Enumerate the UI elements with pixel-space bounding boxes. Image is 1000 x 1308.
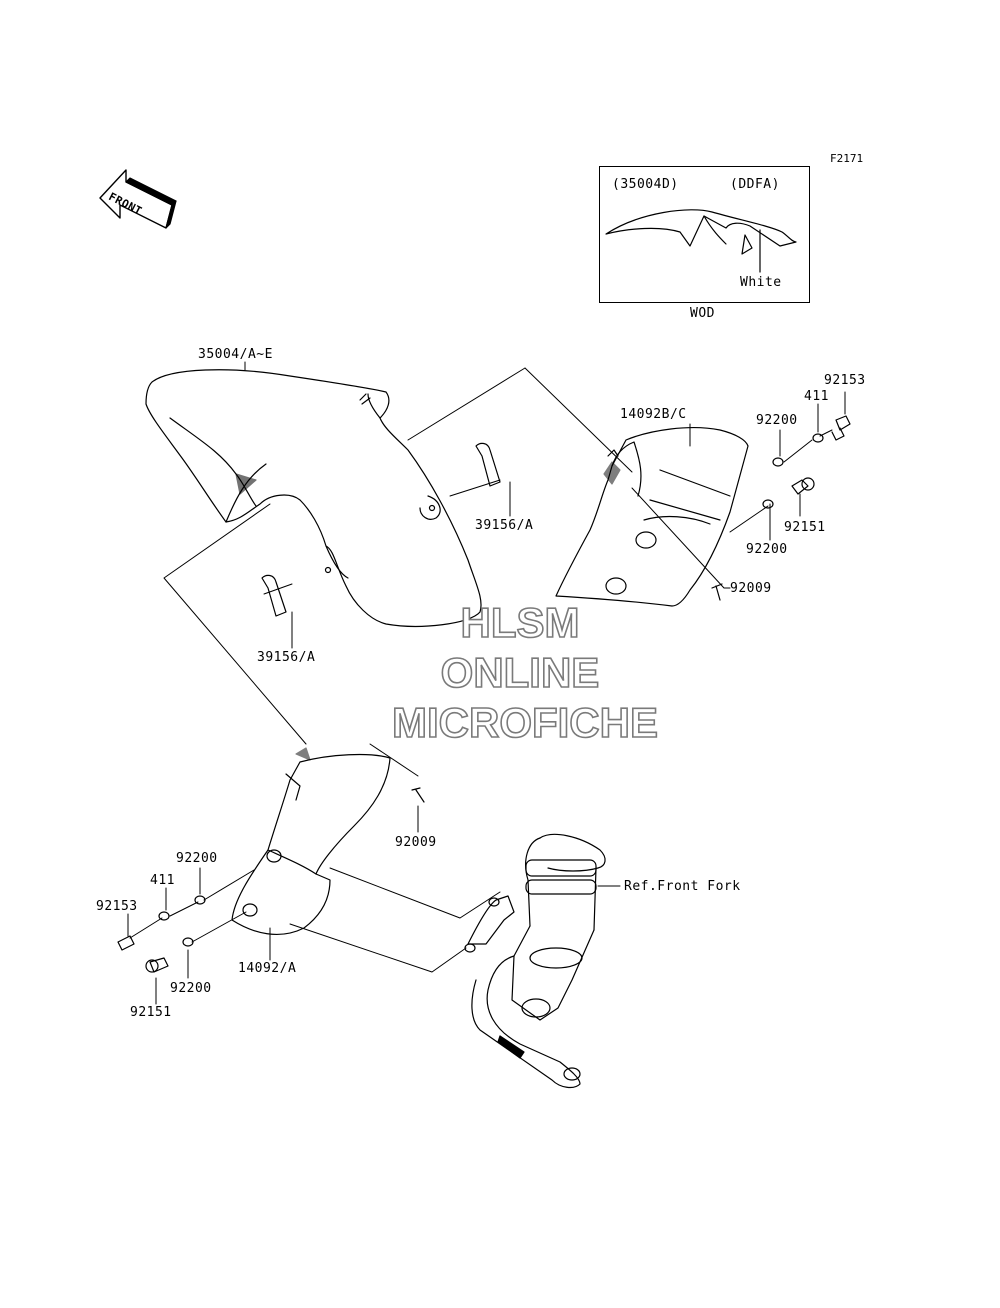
label-bolt-l2: 92151: [130, 1005, 172, 1020]
label-collar-r: 411: [804, 389, 829, 404]
inset-caption: WOD: [690, 306, 715, 321]
label-bracket-upper: 39156/A: [475, 518, 534, 533]
front-cover-drawing: [231, 747, 391, 935]
leader-lines: [127, 361, 846, 1005]
label-ref-fork: Ref.Front Fork: [624, 879, 741, 894]
label-washer-l1: 92200: [176, 851, 218, 866]
figure-code: F2171: [830, 152, 864, 165]
label-bracket-lower: 39156/A: [257, 650, 316, 665]
label-front-cover: 14092/A: [238, 961, 297, 976]
inset-fender-drawing: [605, 209, 797, 273]
front-arrow-icon: [99, 169, 177, 229]
watermark-line-1: HLSM: [460, 599, 581, 646]
inset-code-left: (35004D): [612, 177, 679, 192]
front-fender-drawing: [145, 369, 482, 627]
label-bolt-r2: 92151: [784, 520, 826, 535]
label-screw-lower: 92009: [395, 835, 437, 850]
watermark-line-2: ONLINE: [440, 649, 600, 696]
label-rear-cover: 14092B/C: [620, 407, 687, 422]
label-bolt-r1: 92153: [824, 373, 866, 388]
inset-color-note: White: [740, 275, 782, 290]
watermark-line-3: MICROFICHE: [391, 699, 659, 746]
label-bolt-l1: 92153: [96, 899, 138, 914]
label-screw-upper: 92009: [730, 581, 772, 596]
label-fender: 35004/A~E: [198, 347, 273, 362]
inset-code-right: (DDFA): [730, 177, 780, 192]
front-fork-drawing: [464, 833, 606, 1089]
inset-box: [599, 166, 810, 303]
rear-cover-drawing: [555, 427, 749, 607]
label-washer-r1: 92200: [756, 413, 798, 428]
label-washer-r2: 92200: [746, 542, 788, 557]
label-collar-l: 411: [150, 873, 175, 888]
bracket-drawings: [261, 442, 501, 617]
label-washer-l2: 92200: [170, 981, 212, 996]
